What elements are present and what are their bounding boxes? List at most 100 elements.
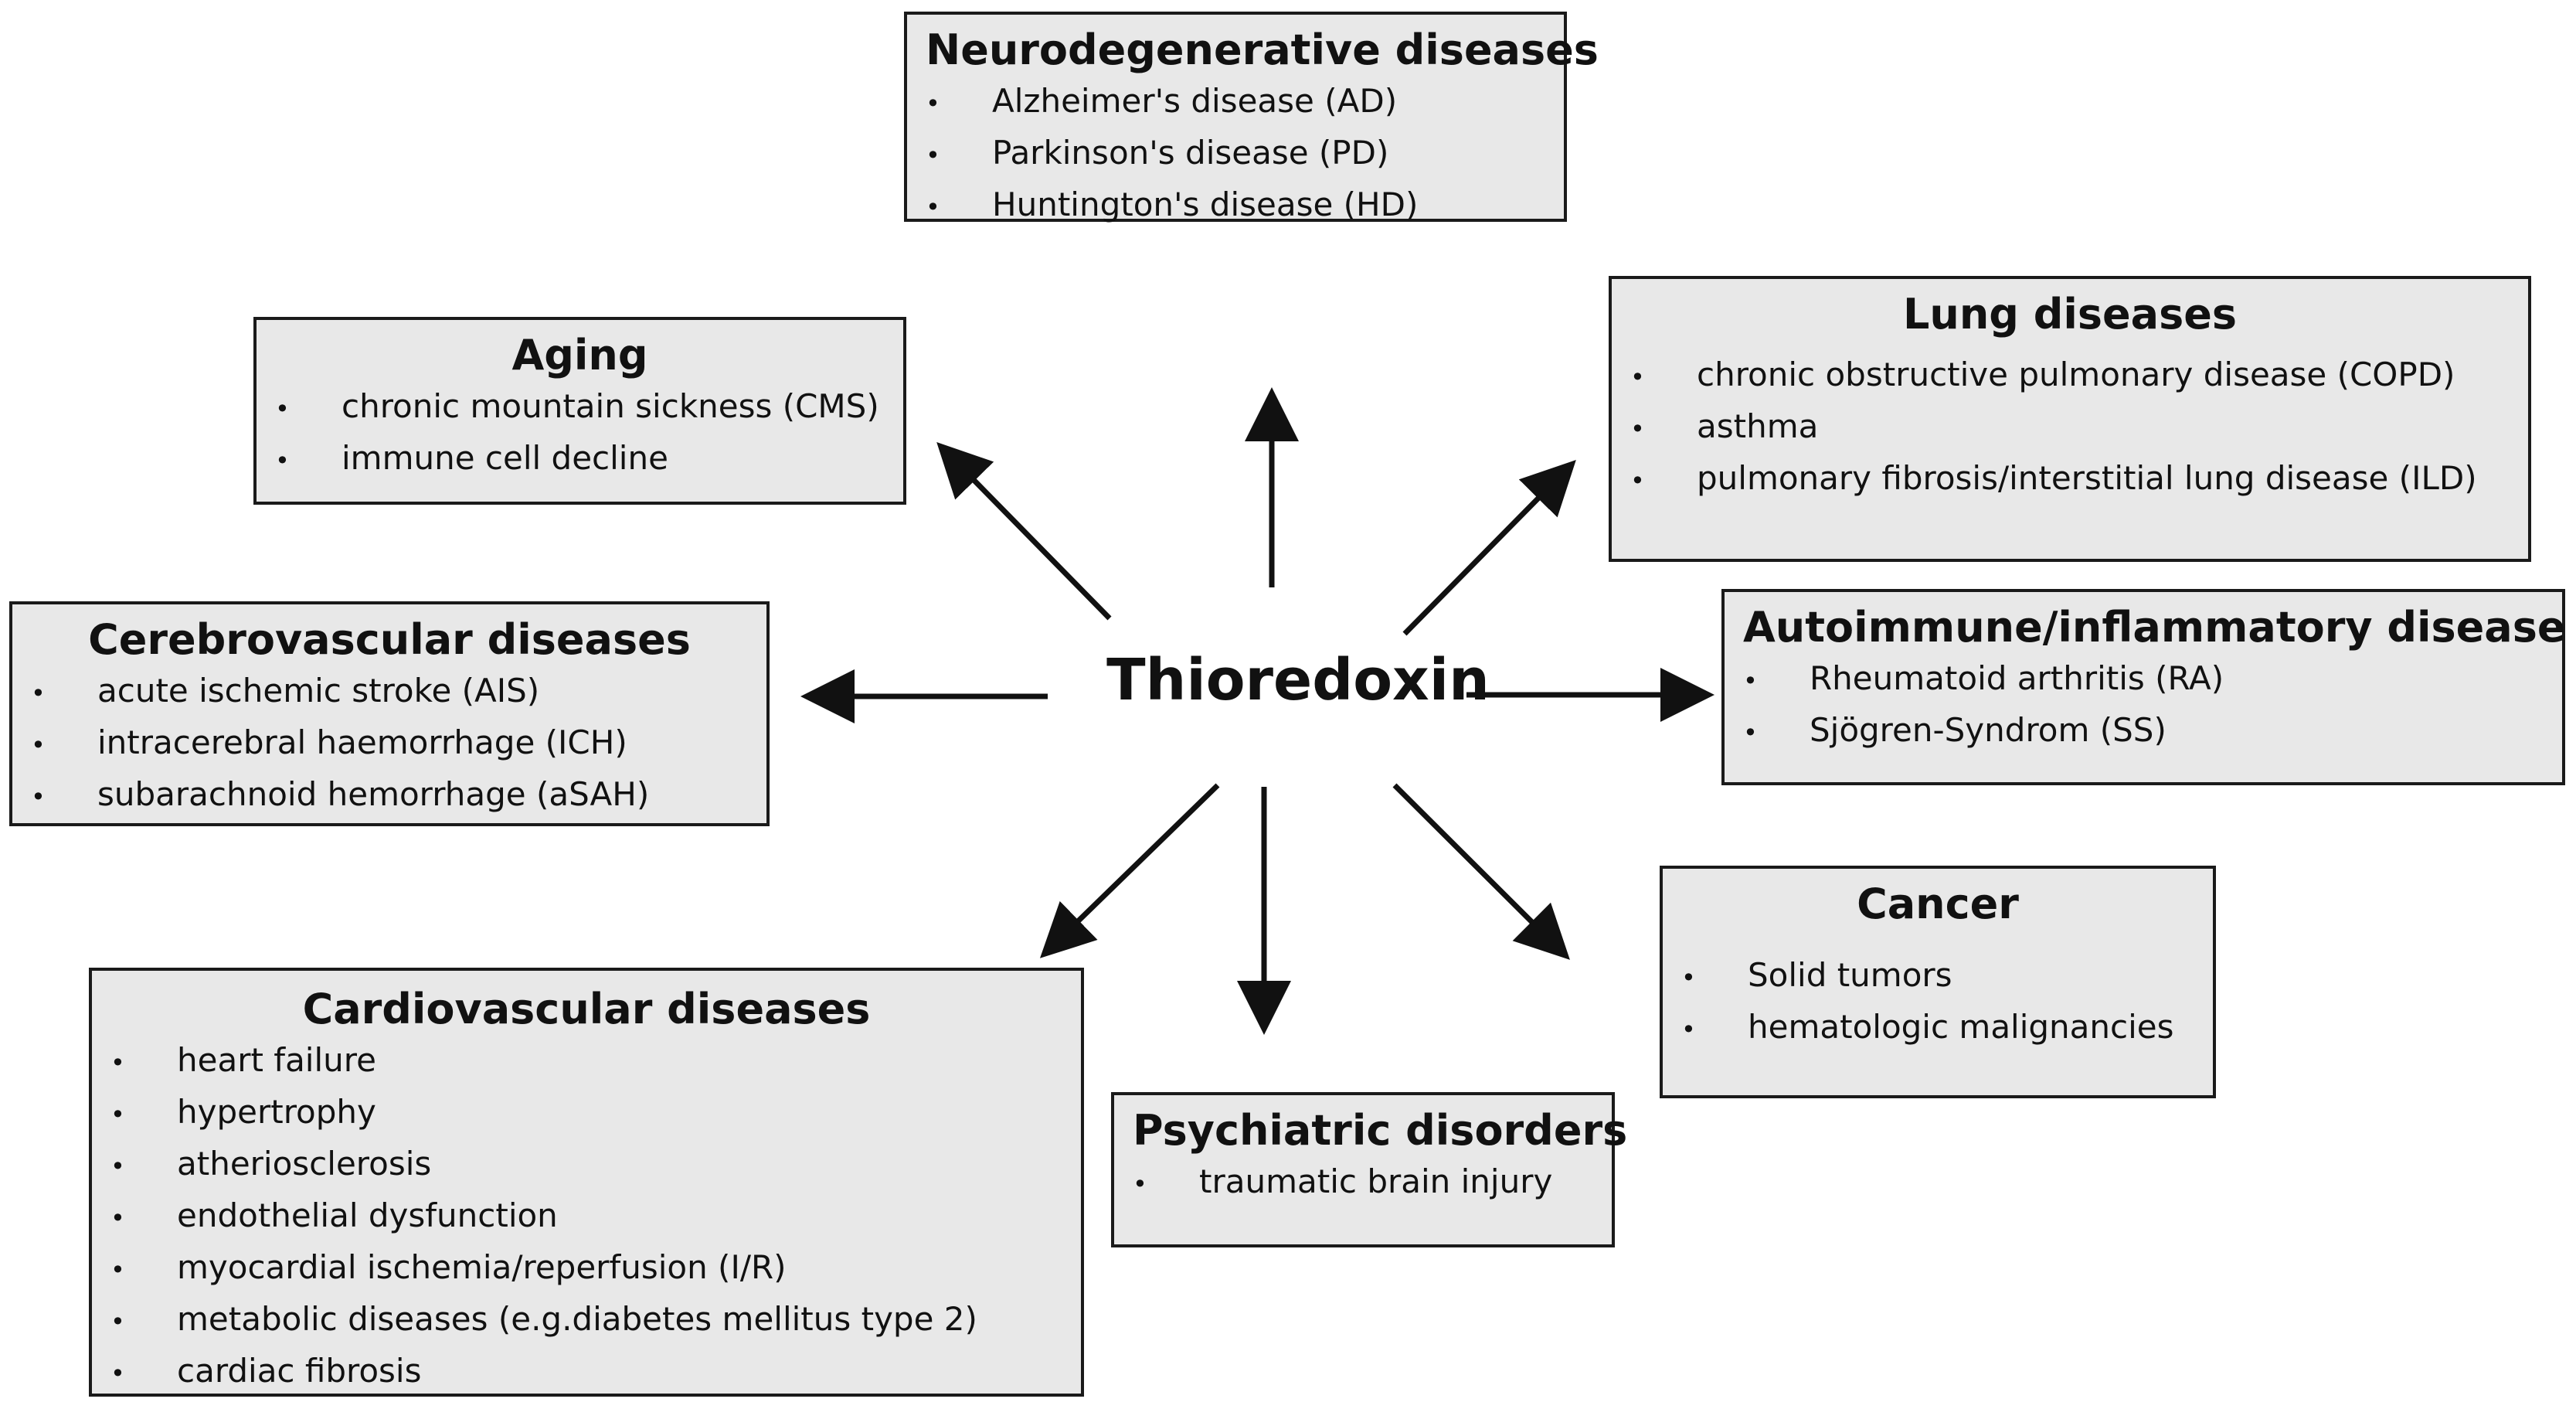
list-item-text: endothelial dysfunction bbox=[177, 1196, 558, 1234]
bullet-icon: • bbox=[110, 1255, 125, 1285]
list-item-text: acute ischemic stroke (AIS) bbox=[97, 672, 540, 710]
disease-list: • Solid tumors • hematologic malignancies bbox=[1681, 951, 2194, 1054]
list-item-text: Alzheimer's disease (AD) bbox=[992, 82, 1398, 120]
cardiovascular-diseases-box: Cardiovascular diseases • heart failure • h… bbox=[89, 968, 1084, 1397]
disease-list: • traumatic brain injury bbox=[1133, 1157, 1593, 1209]
bullet-icon: • bbox=[110, 1307, 125, 1336]
box-title: Lung diseases bbox=[1902, 290, 2238, 339]
bullet-icon: • bbox=[110, 1100, 125, 1129]
list-item: • Solid tumors bbox=[1681, 951, 2194, 1002]
bullet-icon: • bbox=[1133, 1169, 1147, 1199]
disease-list: • chronic obstructive pulmonary disease (… bbox=[1630, 350, 2510, 505]
list-item: • metabolic diseases (e.g.diabetes mellit… bbox=[110, 1295, 1062, 1346]
list-item-text: hypertrophy bbox=[177, 1093, 376, 1131]
list-item: • Huntington's disease (HD) bbox=[926, 180, 1545, 232]
box-title: Cardiovascular diseases bbox=[302, 985, 871, 1033]
arrow-to-lung bbox=[1402, 460, 1576, 636]
list-item-text: Sjögren-Syndrom (SS) bbox=[1810, 711, 2166, 749]
list-item: • traumatic brain injury bbox=[1133, 1157, 1593, 1209]
center-label-thioredoxin: Thioredoxin bbox=[1106, 647, 1490, 713]
box-title: Autoimmune/inflammatory disease bbox=[1743, 603, 2566, 652]
list-item-text: myocardial ischemia/reperfusion (I/R) bbox=[177, 1248, 787, 1286]
bullet-icon: • bbox=[110, 1359, 125, 1388]
list-item-text: pulmonary fibrosis/interstitial lung dis… bbox=[1697, 459, 2477, 497]
list-item: • chronic mountain sickness (CMS) bbox=[275, 382, 885, 434]
bullet-icon: • bbox=[110, 1048, 125, 1077]
list-item-text: chronic mountain sickness (CMS) bbox=[342, 387, 879, 425]
bullet-icon: • bbox=[110, 1152, 125, 1181]
list-item: • hematologic malignancies bbox=[1681, 1002, 2194, 1054]
list-item-text: hematologic malignancies bbox=[1748, 1008, 2174, 1046]
list-item: • Rheumatoid arthritis (RA) bbox=[1743, 654, 2544, 706]
box-title: Neurodegenerative diseases bbox=[926, 26, 1599, 74]
disease-list: • Alzheimer's disease (AD) • Parkinson's di… bbox=[926, 77, 1545, 232]
bullet-icon: • bbox=[31, 730, 46, 760]
disease-list: • Rheumatoid arthritis (RA) • Sjögren-Syndr… bbox=[1743, 654, 2544, 757]
list-item: • myocardial ischemia/reperfusion (I/R) bbox=[110, 1243, 1062, 1295]
bullet-icon: • bbox=[926, 89, 940, 118]
cerebrovascular-diseases-box: Cerebrovascular diseases • acute ischemic… bbox=[9, 601, 770, 826]
list-item-text: immune cell decline bbox=[342, 439, 668, 477]
autoimmune-inflammatory-disease-box: Autoimmune/inflammatory disease • Rheumat… bbox=[1721, 589, 2566, 785]
list-item-text: traumatic brain injury bbox=[1199, 1162, 1553, 1200]
bullet-icon: • bbox=[926, 141, 940, 170]
list-item: • hypertrophy bbox=[110, 1087, 1062, 1139]
disease-list: • chronic mountain sickness (CMS) • immune … bbox=[275, 382, 885, 485]
list-item: • atheriosclerosis bbox=[110, 1139, 1062, 1191]
bullet-icon: • bbox=[1630, 362, 1645, 392]
list-item: • subarachnoid hemorrhage (aSAH) bbox=[31, 770, 748, 822]
bullet-icon: • bbox=[31, 782, 46, 812]
list-item: • intracerebral haemorrhage (ICH) bbox=[31, 718, 748, 770]
disease-list: • acute ischemic stroke (AIS) • intracerebr… bbox=[31, 666, 748, 822]
list-item: • pulmonary fibrosis/interstitial lung di… bbox=[1630, 454, 2510, 505]
list-item-text: Solid tumors bbox=[1748, 956, 1952, 994]
list-item-text: chronic obstructive pulmonary disease (C… bbox=[1697, 356, 2455, 393]
list-item: • chronic obstructive pulmonary disease (… bbox=[1630, 350, 2510, 402]
psychiatric-disorders-box: Psychiatric disorders • traumatic brain i… bbox=[1111, 1092, 1628, 1247]
list-item: • Sjögren-Syndrom (SS) bbox=[1743, 706, 2544, 757]
box-title: Cancer bbox=[1857, 880, 2019, 928]
bullet-icon: • bbox=[1681, 963, 1696, 992]
neurodegenerative-diseases-box: Neurodegenerative diseases • Alzheimer's … bbox=[904, 12, 1599, 223]
list-item: • heart failure bbox=[110, 1036, 1062, 1087]
list-item-text: metabolic diseases (e.g.diabetes mellitu… bbox=[177, 1300, 977, 1338]
bullet-icon: • bbox=[275, 446, 290, 475]
list-item: • Alzheimer's disease (AD) bbox=[926, 77, 1545, 128]
box-title: Cerebrovascular diseases bbox=[88, 615, 691, 664]
bullet-icon: • bbox=[1743, 666, 1758, 696]
box-title: Aging bbox=[511, 331, 648, 379]
arrow-to-cancer bbox=[1392, 783, 1570, 960]
aging-box: Aging • chronic mountain sickness (CMS) • i… bbox=[253, 317, 906, 505]
list-item: • immune cell decline bbox=[275, 434, 885, 485]
disease-list: • heart failure • hypertrophy • atheriosclero… bbox=[110, 1036, 1062, 1398]
list-item: • acute ischemic stroke (AIS) bbox=[31, 666, 748, 718]
bullet-icon: • bbox=[110, 1203, 125, 1233]
arrow-to-aging bbox=[936, 442, 1112, 621]
arrow-to-cardiovascular bbox=[1039, 783, 1220, 958]
list-item-text: subarachnoid hemorrhage (aSAH) bbox=[97, 775, 650, 813]
box-title: Psychiatric disorders bbox=[1133, 1106, 1628, 1155]
list-item: • asthma bbox=[1630, 402, 2510, 454]
list-item-text: atheriosclerosis bbox=[177, 1145, 432, 1183]
bullet-icon: • bbox=[31, 679, 46, 708]
bullet-icon: • bbox=[1743, 718, 1758, 747]
list-item-text: Parkinson's disease (PD) bbox=[992, 134, 1389, 172]
bullet-icon: • bbox=[1681, 1015, 1696, 1044]
list-item: • Parkinson's disease (PD) bbox=[926, 128, 1545, 180]
list-item-text: intracerebral haemorrhage (ICH) bbox=[97, 723, 627, 761]
bullet-icon: • bbox=[926, 192, 940, 222]
list-item-text: Rheumatoid arthritis (RA) bbox=[1810, 659, 2224, 697]
list-item: • cardiac fibrosis bbox=[110, 1346, 1062, 1398]
list-item: • endothelial dysfunction bbox=[110, 1191, 1062, 1243]
list-item-text: cardiac fibrosis bbox=[177, 1352, 422, 1390]
list-item-text: heart failure bbox=[177, 1041, 376, 1079]
bullet-icon: • bbox=[1630, 466, 1645, 495]
bullet-icon: • bbox=[1630, 414, 1645, 444]
bullet-icon: • bbox=[275, 394, 290, 424]
lung-diseases-box: Lung diseases • chronic obstructive pulmo… bbox=[1609, 276, 2531, 562]
list-item-text: Huntington's disease (HD) bbox=[992, 185, 1419, 223]
list-item-text: asthma bbox=[1697, 407, 1819, 445]
cancer-box: Cancer • Solid tumors • hematologic maligna… bbox=[1660, 866, 2216, 1098]
